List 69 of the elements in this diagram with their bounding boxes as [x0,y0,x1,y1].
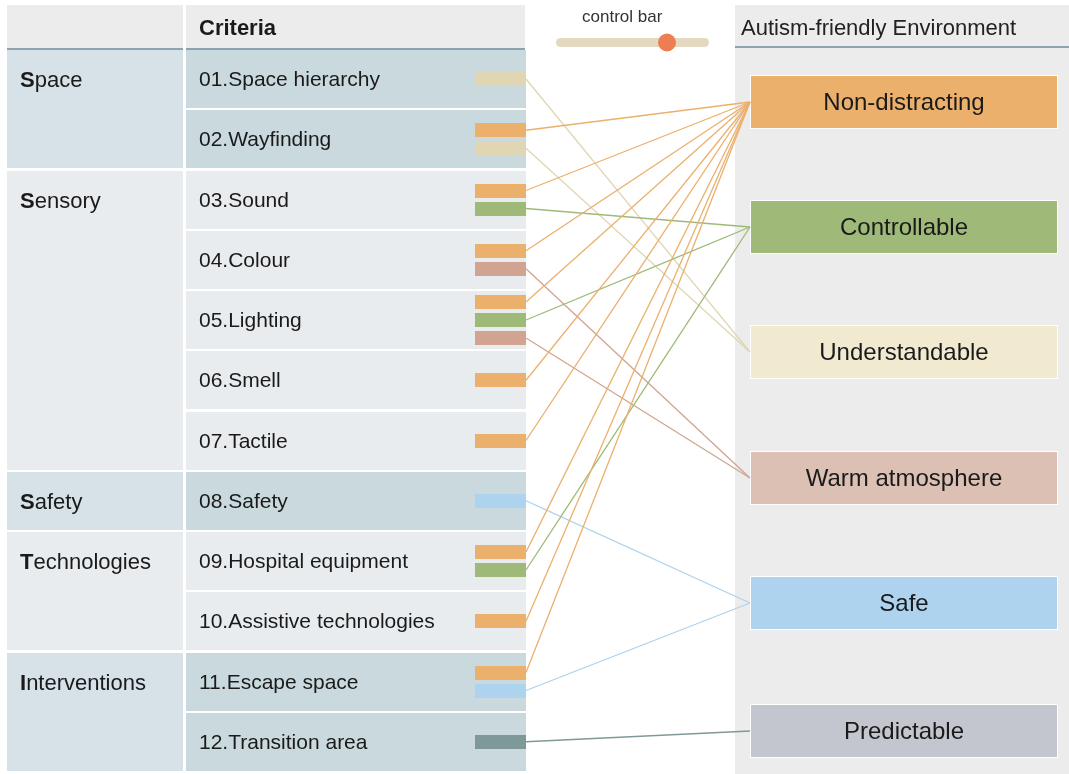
column-header: Criteria [186,5,525,50]
criterion-cell [186,230,526,289]
color-bar [475,734,526,749]
criterion-cell [186,110,526,169]
criterion-label: 06.Smell [199,368,281,393]
category-box: Warm atmosphere [750,451,1058,505]
criterion-label: 10.Assistive technologies [199,609,435,634]
color-bar [475,295,526,309]
connector-line [525,730,751,743]
criterion-label: 01.Space hierarchy [199,67,380,91]
criterion-label: 12.Transition area [199,729,368,754]
connector-line [525,147,751,353]
color-bar [475,545,526,559]
category-box: Controllable [750,200,1058,254]
connector-line [525,602,751,692]
color-bar [475,201,526,216]
color-bar [475,72,526,86]
color-bar [475,141,526,156]
color-bar [475,331,526,345]
category-cell: Space [7,50,183,169]
category-cell: Sensory [7,170,183,470]
category-box: Understandable [750,325,1058,379]
color-bar [475,261,526,276]
criterion-cell [186,170,526,229]
criterion-label: 02.Wayfinding [199,127,332,152]
category-cell: Technologies [7,532,183,651]
connector-line [525,207,751,228]
criterion-cell [186,411,526,470]
connector-line [525,337,751,479]
color-bar [475,373,526,388]
connector-line [525,226,751,321]
category-cell: Interventions [7,652,183,771]
connector-line [525,78,751,353]
category-box: Predictable [750,704,1058,758]
criterion-label: 08.Safety [199,488,288,513]
criterion-label: 03.Sound [199,187,289,212]
connector-line [525,500,751,604]
panel-title: Autism-friendly Environment [741,15,1017,41]
criterion-label: 07.Tactile [199,428,288,453]
criterion-cell [186,291,526,349]
criterion-cell [186,351,526,410]
criterion-cell [186,652,526,711]
category-cell: Safety [7,471,183,530]
category-box: Safe [750,576,1058,630]
color-bar [475,123,526,138]
color-bar [475,313,526,327]
criterion-cell [186,592,526,651]
criterion-label: 05.Lighting [199,308,302,332]
color-bar [475,183,526,198]
criterion-label: 11.Escape space [199,669,359,694]
color-bar [475,614,526,629]
color-bar [475,683,526,698]
criterion-label: 09.Hospital equipment [199,549,408,573]
color-bar [475,243,526,258]
connector-line [525,101,751,303]
slider-label: control bar [582,7,663,27]
color-bar [475,493,526,508]
criterion-cell [186,471,526,530]
color-bar [475,563,526,577]
criterion-cell [186,532,526,590]
color-bar [475,433,526,448]
criterion-label: 04.Colour [199,247,291,272]
connector-line [525,268,751,479]
panel-background [735,5,1069,774]
criterion-cell [186,712,526,771]
color-bar [475,665,526,680]
category-box: Non-distracting [750,75,1058,129]
connector-line [525,226,751,571]
criterion-cell [186,50,526,108]
